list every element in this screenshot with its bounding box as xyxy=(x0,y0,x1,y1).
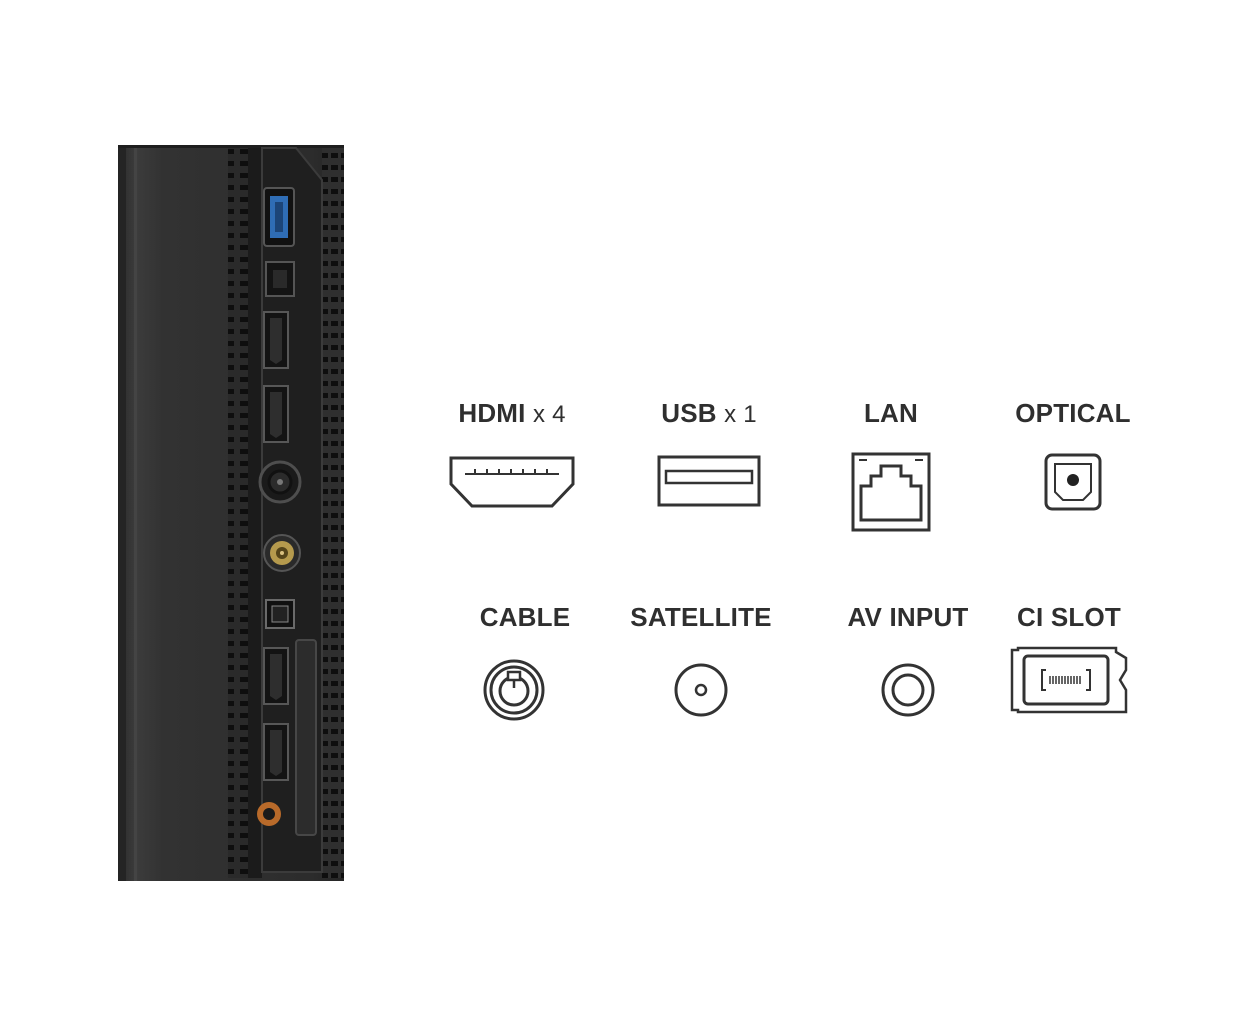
port-hdmi-2 xyxy=(263,385,289,443)
port-av-input xyxy=(257,802,281,826)
port-cable-legend: CABLE xyxy=(430,602,620,722)
port-optical xyxy=(265,599,295,629)
port-hdmi: HDMI x 4 xyxy=(417,398,607,514)
ci-slot-label: CI SLOT xyxy=(1017,602,1121,632)
port-cable xyxy=(258,460,302,504)
cable-label: CABLE xyxy=(479,602,571,632)
port-satellite-legend: SATELLITE xyxy=(606,602,796,718)
port-lan-legend: LAN xyxy=(796,398,986,532)
port-usb xyxy=(263,187,295,247)
port-av-input-legend: AV INPUT xyxy=(813,602,1003,718)
hdmi-label: HDMI x 4 xyxy=(458,398,566,428)
coax-cable-icon xyxy=(483,659,545,721)
lan-icon xyxy=(851,452,931,532)
port-hdmi-4 xyxy=(263,723,289,781)
port-usb-legend: USB x 1 xyxy=(614,398,804,510)
port-satellite xyxy=(263,534,301,572)
usb-label: USB x 1 xyxy=(661,398,757,428)
port-hdmi-3 xyxy=(263,647,289,705)
hdmi-icon xyxy=(449,456,575,508)
optical-icon xyxy=(1044,453,1102,511)
satellite-label: SATELLITE xyxy=(630,602,772,632)
port-hdmi-1 xyxy=(263,311,289,369)
ci-slot-icon xyxy=(1010,646,1128,714)
port-optical-legend: OPTICAL xyxy=(978,398,1168,512)
port-ci-slot-legend: CI SLOT xyxy=(974,602,1164,716)
lan-label: LAN xyxy=(863,398,919,428)
av-input-icon xyxy=(881,663,935,717)
port-lan xyxy=(265,261,295,297)
usb-icon xyxy=(657,455,761,507)
vent-strips xyxy=(228,148,344,878)
av-input-label: AV INPUT xyxy=(847,602,969,632)
ci-slot-port xyxy=(295,639,317,836)
optical-label: OPTICAL xyxy=(1015,398,1131,428)
satellite-icon xyxy=(674,663,728,717)
